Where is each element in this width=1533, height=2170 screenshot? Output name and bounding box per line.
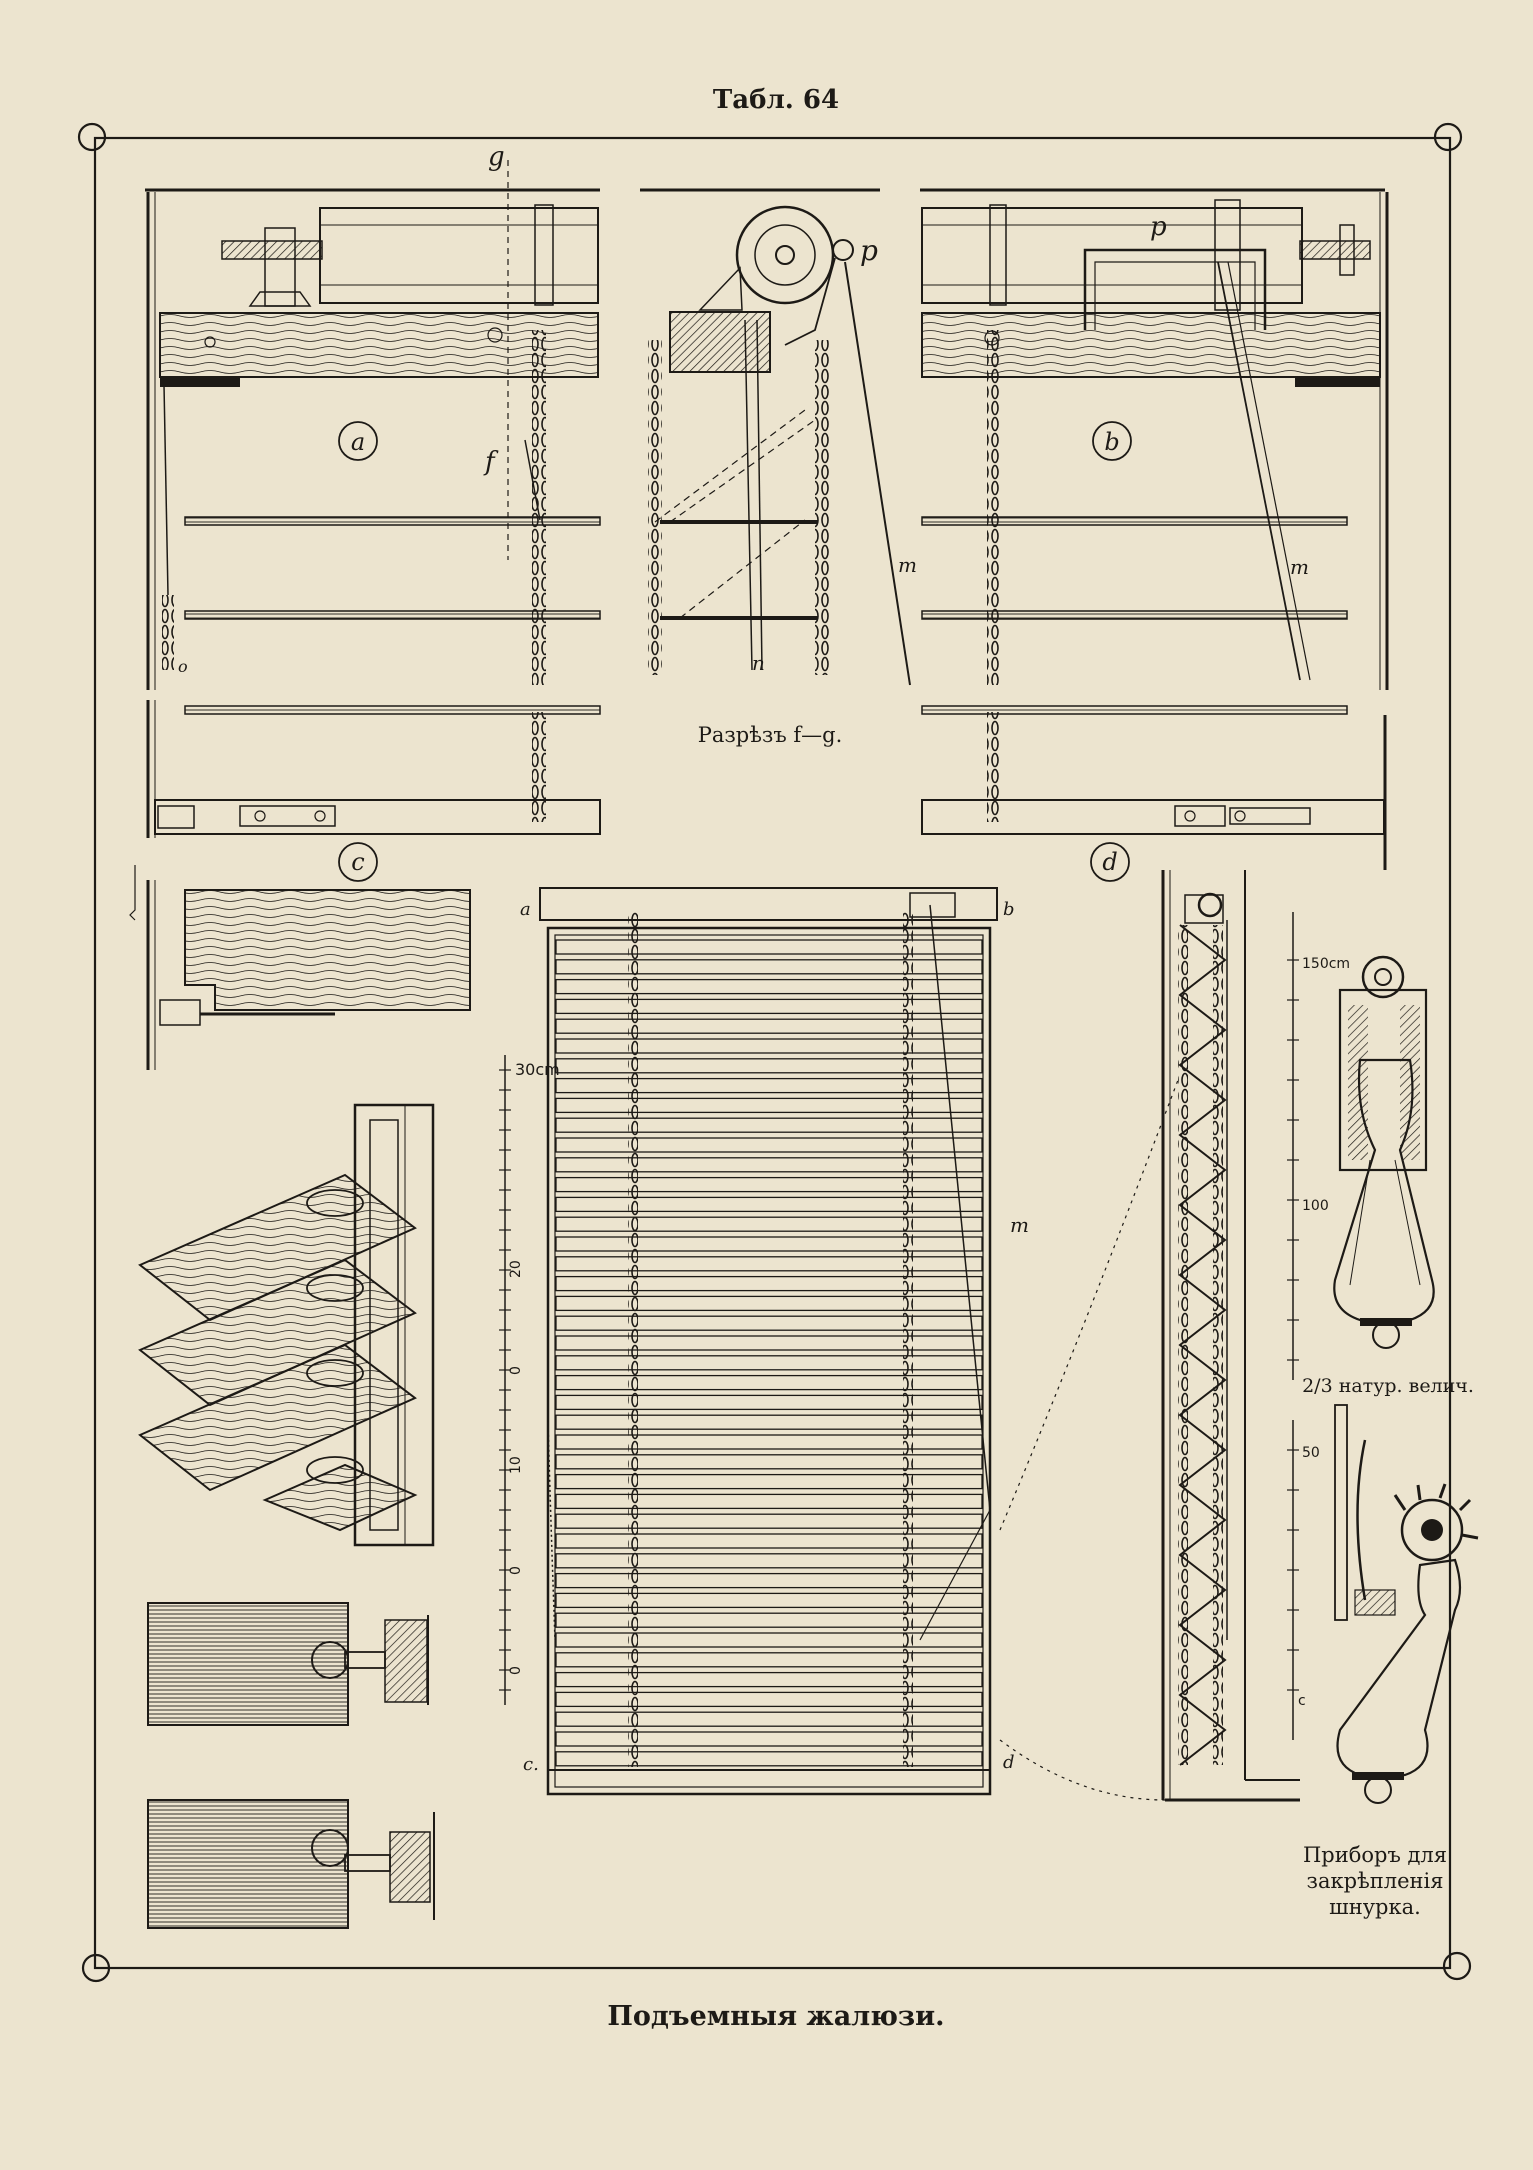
blind-slat	[555, 1434, 983, 1450]
letter-p-section: p	[860, 234, 878, 267]
scale-main-0a: 0	[508, 1366, 524, 1375]
blind-slat	[555, 1157, 983, 1173]
figure-label-c: c	[351, 848, 364, 876]
figure-label-a: a	[351, 428, 365, 456]
blind-slat	[555, 998, 983, 1015]
letter-o: o	[178, 657, 188, 676]
figure-label-d: d	[1102, 848, 1117, 876]
fixture-caption-line-2: закрѣпленія	[1307, 1869, 1444, 1893]
blind-slat	[555, 1018, 983, 1034]
scale-fixture-c: c	[1298, 1693, 1306, 1709]
blind-slat	[555, 1295, 983, 1312]
blind-slat	[555, 939, 983, 955]
section-f-g: p m n Разрѣзъ f—g.	[640, 188, 917, 747]
blind-slat	[555, 1275, 983, 1292]
blind-slat	[555, 1256, 983, 1272]
blind-slat	[555, 1117, 983, 1133]
blind-slat	[555, 1176, 983, 1193]
blind-slat	[555, 1236, 983, 1252]
main-scale: 30cm 20 0 10 0 0	[499, 1055, 560, 1705]
scale-main-0b: 0	[508, 1566, 524, 1575]
blind-slat	[555, 1315, 983, 1331]
plate-frame	[77, 122, 1472, 1983]
blind-slat	[555, 1473, 983, 1490]
blind-slat	[555, 1612, 983, 1628]
blind-slat	[555, 1394, 983, 1411]
blind-slat	[555, 1513, 983, 1529]
scale-main-10: 10	[508, 1456, 524, 1474]
blind-slat	[555, 1671, 983, 1688]
blind-slat	[555, 1572, 983, 1589]
blind-slat	[555, 1493, 983, 1510]
side-view	[999, 870, 1300, 1802]
cord-fixture-bottom: 50 c	[1287, 1404, 1479, 1804]
section-label: Разрѣзъ f—g.	[698, 723, 843, 747]
blind-slat	[555, 1711, 983, 1727]
blind-slat	[555, 1374, 983, 1391]
scale-main-0c: 0	[508, 1666, 524, 1675]
plate-number: Табл. 64	[713, 85, 839, 115]
blind-slat	[555, 959, 983, 975]
plate-caption: Подъемныя жалюзи.	[607, 2001, 944, 2032]
blind-slat	[555, 1137, 983, 1153]
blind-slat	[555, 1335, 983, 1351]
scale-fixture-50: 50	[1302, 1445, 1320, 1461]
blind-slat	[555, 1533, 983, 1549]
fixture-scale-note: 2/3 натур. велич.	[1302, 1375, 1474, 1397]
main-blind: a b c. d m	[520, 887, 1029, 1796]
corner-label-a: a	[520, 899, 531, 920]
blind-slat	[555, 1077, 983, 1094]
letter-m-section: m	[898, 553, 917, 577]
blind-slat	[555, 1454, 983, 1470]
fixture-caption-line-3: шнурка.	[1329, 1895, 1421, 1919]
blind-slat	[555, 1553, 983, 1569]
blind-slat	[555, 1632, 983, 1648]
blind-slat	[555, 1196, 983, 1213]
fixture-caption: Приборъ для закрѣпленія шнурка.	[1303, 1843, 1447, 1919]
blind-slat	[555, 1751, 983, 1767]
blind-slat	[555, 978, 983, 995]
blind-slat	[555, 1097, 983, 1114]
hinge-detail-bottom	[147, 1799, 435, 1929]
blind-slat	[555, 1216, 983, 1232]
letter-g: g	[488, 142, 505, 172]
letter-p-b: p	[1150, 212, 1167, 242]
letter-f: f	[483, 447, 499, 477]
cord-fixture-top: 150cm 100 2/3 натур. велич.	[1287, 912, 1474, 1397]
letter-n: n	[752, 651, 765, 675]
figure-a: a g f o	[145, 142, 601, 690]
figure-b: b p m	[920, 188, 1389, 690]
blind-slat	[555, 1058, 983, 1074]
letter-m-b: m	[1290, 555, 1309, 579]
corner-label-d: d	[1003, 1752, 1015, 1773]
blind-slat	[555, 1691, 983, 1708]
letter-m-main: m	[1010, 1213, 1029, 1237]
blind-slat	[555, 1414, 983, 1430]
fixture-caption-line-1: Приборъ для	[1303, 1843, 1447, 1867]
hinge-detail-top	[147, 1602, 429, 1726]
figure-c: c	[146, 700, 601, 882]
blind-slat	[555, 1592, 983, 1609]
blind-slat	[555, 1731, 983, 1747]
figure-label-b: b	[1104, 428, 1119, 456]
scale-main-20: 20	[508, 1260, 524, 1278]
blind-slat	[555, 1355, 983, 1371]
blind-slats	[555, 939, 983, 1767]
scale-fixture-100: 100	[1302, 1198, 1329, 1214]
wall-detail	[129, 865, 471, 1070]
slat-perspective	[138, 1103, 435, 1547]
figure-d: d	[921, 705, 1387, 882]
scale-fixture-150: 150cm	[1302, 956, 1350, 972]
blind-slat	[555, 1652, 983, 1668]
corner-label-c: c.	[523, 1754, 539, 1775]
scale-main-30: 30cm	[515, 1060, 560, 1079]
blind-slat	[555, 1038, 983, 1054]
corner-label-b: b	[1003, 899, 1015, 920]
